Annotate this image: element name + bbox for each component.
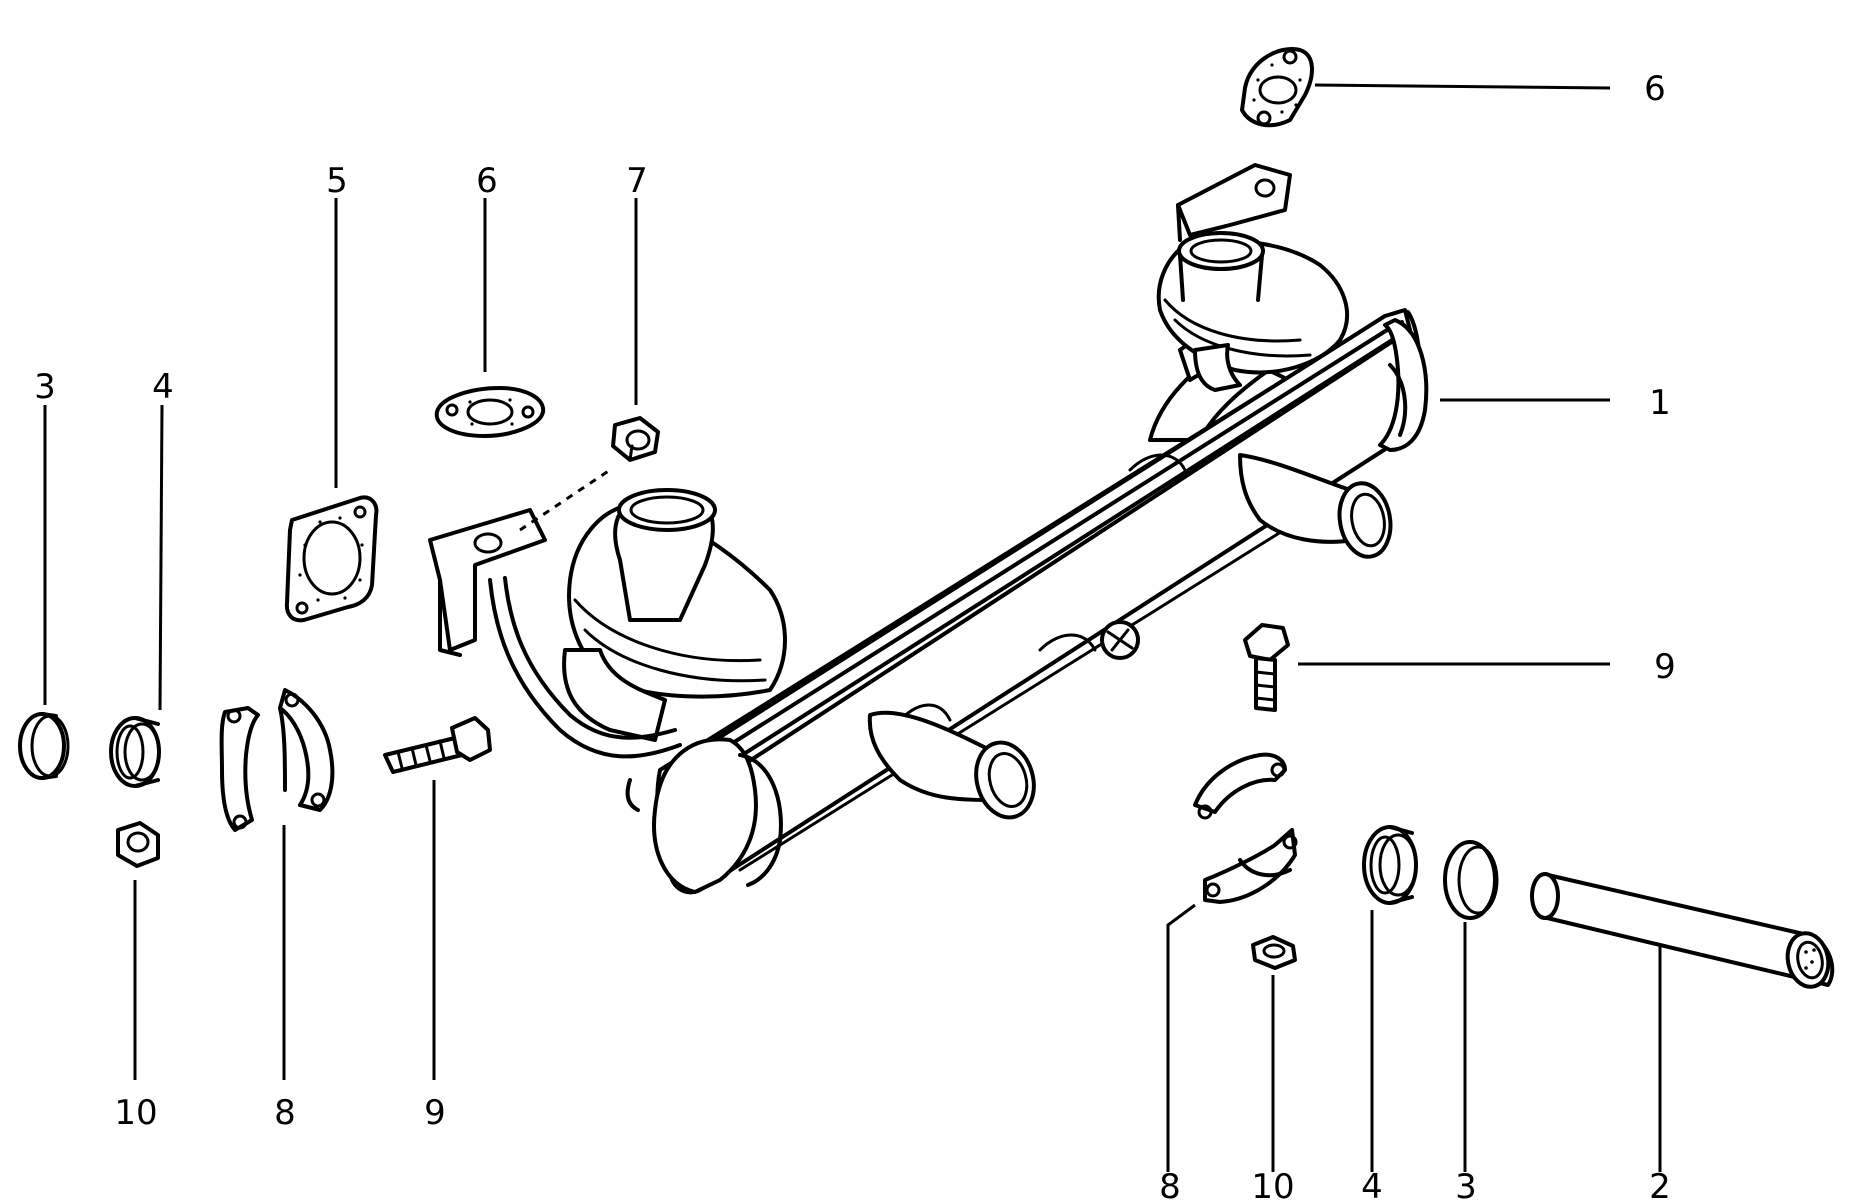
callout-3-right: 3 bbox=[1455, 1167, 1477, 1201]
bolt-9-right bbox=[1243, 623, 1290, 712]
gasket-top-right bbox=[1240, 47, 1314, 128]
callout-5: 5 bbox=[326, 161, 348, 201]
clamp-8-left bbox=[219, 688, 335, 832]
seal-ring-4-right bbox=[1362, 825, 1418, 905]
leader-lines bbox=[43, 83, 1662, 1172]
callout-9-left: 9 bbox=[424, 1093, 446, 1133]
callout-7: 7 bbox=[626, 161, 648, 201]
callout-6-mid: 6 bbox=[476, 161, 498, 201]
ring-3-right bbox=[1443, 840, 1499, 920]
nut-7 bbox=[611, 416, 660, 462]
tailpipe-2 bbox=[1530, 872, 1835, 989]
nut-10-right bbox=[1251, 935, 1297, 970]
bolt-9-left bbox=[383, 716, 492, 774]
callout-labels: 6 1 9 5 6 7 3 4 10 8 9 8 10 4 3 2 bbox=[34, 69, 1676, 1201]
callout-9-right: 9 bbox=[1654, 647, 1676, 687]
callout-8-left: 8 bbox=[274, 1093, 296, 1133]
callout-10-right: 10 bbox=[1251, 1167, 1294, 1201]
gasket-mid bbox=[434, 386, 546, 438]
muffler-assembly bbox=[428, 163, 1429, 895]
callout-4-right: 4 bbox=[1361, 1167, 1383, 1201]
alignment-line bbox=[519, 468, 611, 532]
callout-1: 1 bbox=[1649, 383, 1671, 423]
gasket-square bbox=[284, 495, 379, 623]
clamp-8-right bbox=[1193, 752, 1298, 904]
callout-10-left: 10 bbox=[114, 1093, 157, 1133]
callout-3-left: 3 bbox=[34, 367, 56, 407]
nut-10-left bbox=[116, 821, 160, 868]
seal-ring-4-left bbox=[109, 716, 161, 788]
callout-2: 2 bbox=[1649, 1167, 1671, 1201]
callout-6-top: 6 bbox=[1644, 69, 1666, 109]
callout-8-right: 8 bbox=[1159, 1167, 1181, 1201]
callout-4-left: 4 bbox=[152, 367, 174, 407]
ring-3-left bbox=[18, 712, 70, 780]
